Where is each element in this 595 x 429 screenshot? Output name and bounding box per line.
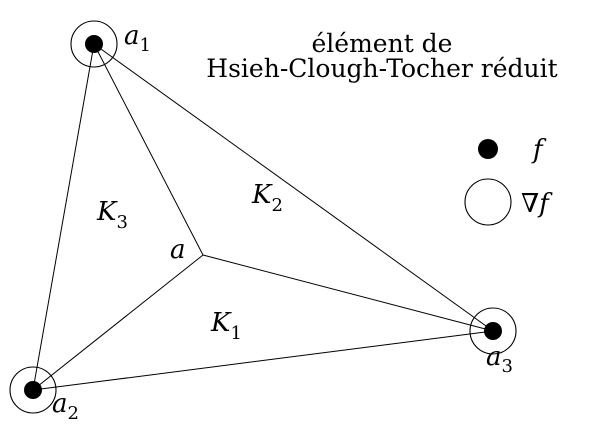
gradient-dof-a2 bbox=[9, 366, 57, 414]
edge-a1-center bbox=[93, 43, 204, 256]
title-line-2: Hsieh-Clough-Tocher réduit bbox=[206, 54, 557, 83]
subtriangle-label-k1: K1 bbox=[210, 308, 242, 344]
subtriangle-label-k2: K2 bbox=[251, 180, 283, 216]
title-line-1: élément de bbox=[312, 29, 453, 58]
vertex-label-a3: a3 bbox=[486, 342, 513, 377]
gradient-dof-a3 bbox=[469, 307, 517, 355]
legend-gradient-marker bbox=[464, 178, 512, 226]
legend-value-marker bbox=[478, 139, 498, 159]
value-dof-a3 bbox=[484, 322, 502, 340]
vertex-label-a2: a2 bbox=[52, 389, 79, 424]
subtriangle-label-k3: K3 bbox=[96, 197, 128, 233]
edge-a2-center bbox=[32, 254, 204, 391]
gradient-dof-a1 bbox=[70, 20, 118, 68]
legend: f ∇f bbox=[464, 135, 553, 226]
value-dof-a2 bbox=[24, 381, 42, 399]
edge-a1-a2 bbox=[32, 43, 95, 391]
vertex-label-center: a bbox=[170, 235, 186, 265]
legend-value-label: f bbox=[531, 135, 547, 165]
value-dof-a1 bbox=[85, 35, 103, 53]
vertex-label-a1: a1 bbox=[124, 21, 151, 56]
nabla-symbol: ∇ bbox=[521, 189, 539, 219]
edge-a2-a3 bbox=[32, 330, 494, 391]
edge-a1-a3 bbox=[93, 43, 494, 332]
edge-a3-center bbox=[202, 254, 494, 332]
legend-gradient-label: ∇f bbox=[521, 189, 553, 219]
